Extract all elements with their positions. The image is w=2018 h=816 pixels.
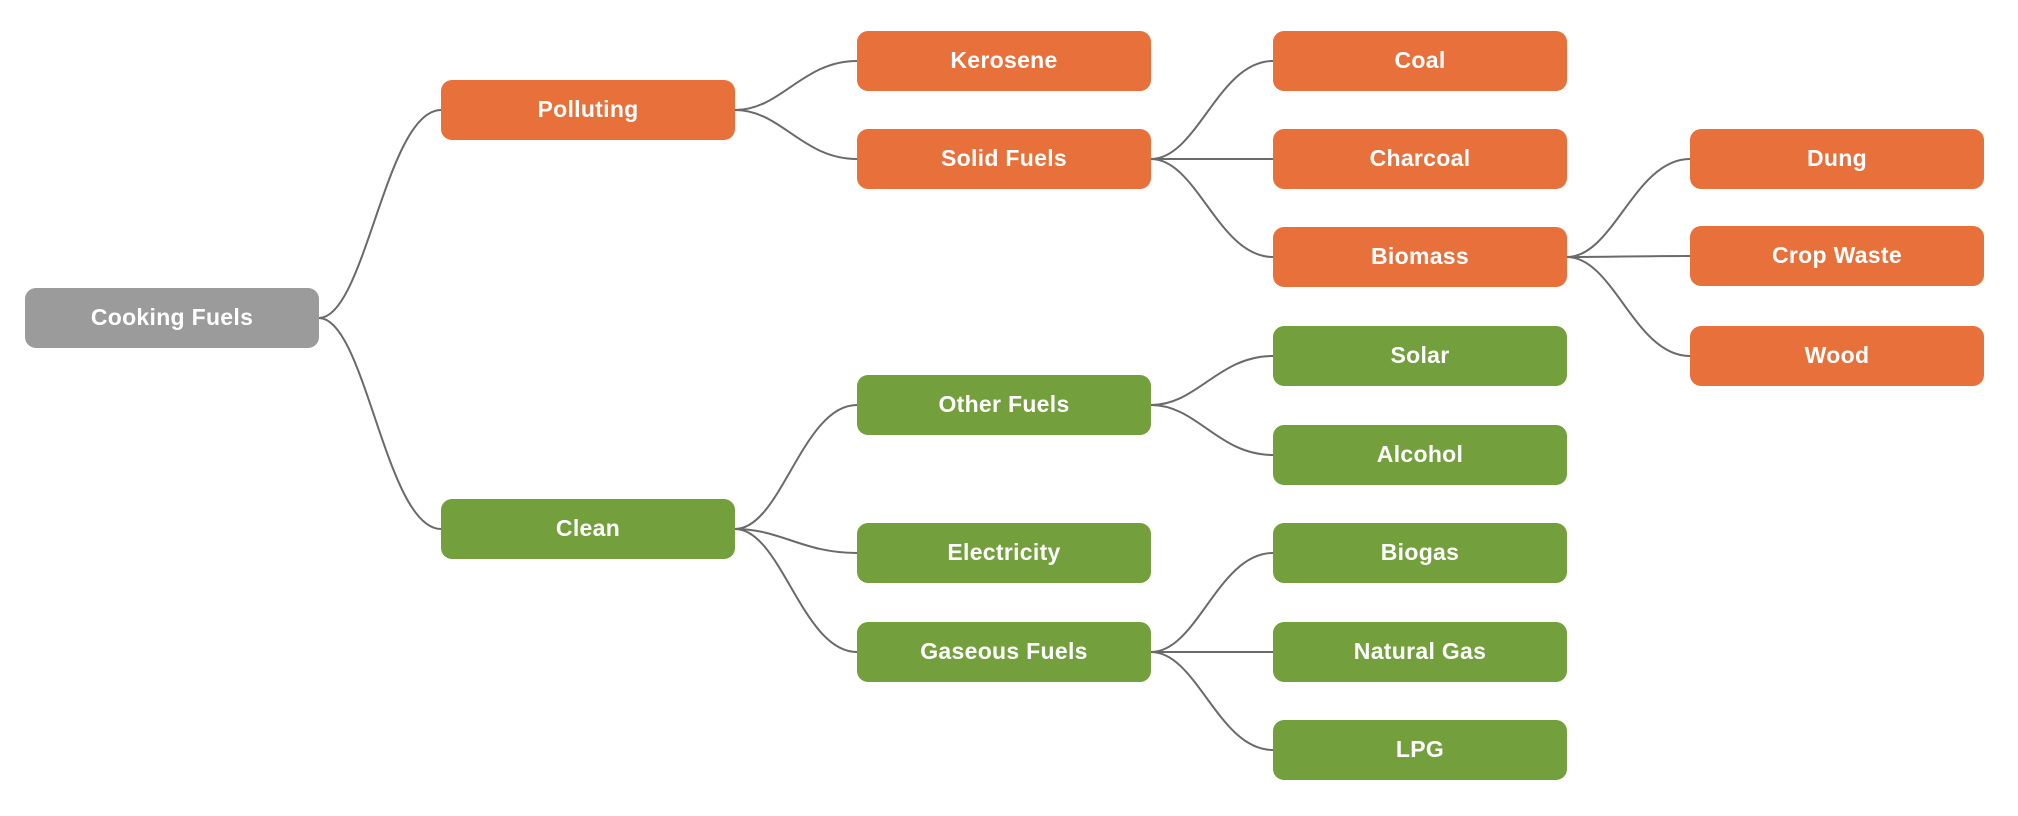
node-gaseous-fuels-label: Gaseous Fuels <box>920 637 1088 664</box>
connector-polluting-to-solid-fuels <box>734 109 858 160</box>
connector-cooking-fuels-to-clean <box>318 317 442 530</box>
node-dung-label: Dung <box>1807 144 1867 171</box>
connector-biomass-to-crop-waste <box>1566 255 1691 258</box>
node-kerosene-label: Kerosene <box>950 46 1058 73</box>
node-lpg-label: LPG <box>1395 735 1445 762</box>
connector-other-fuels-to-solar <box>1150 355 1274 406</box>
node-solid-fuels[interactable]: Solid Fuels <box>857 129 1151 189</box>
node-coal[interactable]: Coal <box>1273 31 1567 91</box>
node-biomass[interactable]: Biomass <box>1273 227 1567 287</box>
node-charcoal[interactable]: Charcoal <box>1273 129 1567 189</box>
connector-gaseous-fuels-to-biogas <box>1150 552 1274 653</box>
node-natural-gas-label: Natural Gas <box>1353 637 1487 664</box>
connector-solid-fuels-to-coal <box>1150 60 1274 160</box>
node-biomass-label: Biomass <box>1371 242 1469 269</box>
node-alcohol[interactable]: Alcohol <box>1273 425 1567 485</box>
node-polluting-label: Polluting <box>537 95 639 122</box>
node-solar[interactable]: Solar <box>1273 326 1567 386</box>
node-gaseous-fuels[interactable]: Gaseous Fuels <box>857 622 1151 682</box>
connector-biomass-to-wood <box>1566 256 1691 357</box>
connector-cooking-fuels-to-polluting <box>318 109 442 319</box>
connector-clean-to-gaseous-fuels <box>734 528 858 653</box>
node-biogas-label: Biogas <box>1380 538 1460 565</box>
node-other-fuels[interactable]: Other Fuels <box>857 375 1151 435</box>
node-charcoal-label: Charcoal <box>1369 144 1471 171</box>
node-coal-label: Coal <box>1394 46 1446 73</box>
node-crop-waste[interactable]: Crop Waste <box>1690 226 1984 286</box>
connector-gaseous-fuels-to-lpg <box>1150 651 1274 751</box>
node-alcohol-label: Alcohol <box>1376 440 1464 467</box>
connector-polluting-to-kerosene <box>734 60 858 111</box>
node-electricity[interactable]: Electricity <box>857 523 1151 583</box>
node-polluting[interactable]: Polluting <box>441 80 735 140</box>
node-lpg[interactable]: LPG <box>1273 720 1567 780</box>
node-crop-waste-label: Crop Waste <box>1772 241 1902 268</box>
node-cooking-fuels-label: Cooking Fuels <box>90 303 254 330</box>
node-clean-label: Clean <box>555 514 621 541</box>
node-wood[interactable]: Wood <box>1690 326 1984 386</box>
node-solar-label: Solar <box>1390 341 1450 368</box>
connector-biomass-to-dung <box>1566 158 1691 258</box>
connector-solid-fuels-to-biomass <box>1150 158 1274 258</box>
connector-clean-to-electricity <box>734 528 858 554</box>
node-other-fuels-label: Other Fuels <box>938 390 1070 417</box>
node-kerosene[interactable]: Kerosene <box>857 31 1151 91</box>
node-clean[interactable]: Clean <box>441 499 735 559</box>
node-wood-label: Wood <box>1804 341 1870 368</box>
node-natural-gas[interactable]: Natural Gas <box>1273 622 1567 682</box>
node-dung[interactable]: Dung <box>1690 129 1984 189</box>
node-electricity-label: Electricity <box>947 538 1061 565</box>
connector-other-fuels-to-alcohol <box>1150 404 1274 456</box>
node-biogas[interactable]: Biogas <box>1273 523 1567 583</box>
connector-clean-to-other-fuels <box>734 404 858 530</box>
node-cooking-fuels[interactable]: Cooking Fuels <box>25 288 319 348</box>
node-solid-fuels-label: Solid Fuels <box>941 144 1067 171</box>
